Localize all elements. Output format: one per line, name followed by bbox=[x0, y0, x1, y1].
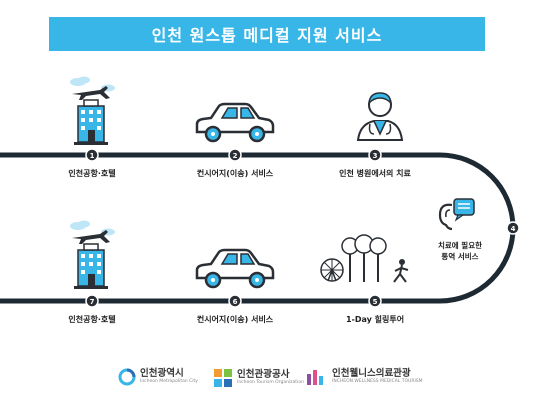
step-number: 2 bbox=[233, 152, 238, 160]
airport-hotel-icon bbox=[70, 220, 115, 289]
healing-tour-icon bbox=[320, 234, 409, 283]
step-marker-1: 1 bbox=[85, 148, 99, 162]
page-title: 인천 원스톱 메디컬 지원 서비스 bbox=[151, 26, 383, 45]
logo3-sub: INCHEON WELLNESS MEDICAL TOURISM bbox=[332, 379, 423, 384]
footer-logos: 인천광역시 Incheon Metropolitan City 인천관광공사 I… bbox=[0, 368, 540, 398]
step-label-5: 1-Day 힐링투어 bbox=[345, 315, 405, 324]
logo1-name: 인천광역시 bbox=[140, 368, 184, 379]
step-marker-7: 7 bbox=[85, 294, 99, 308]
step-marker-5: 5 bbox=[368, 294, 382, 308]
step-label-4-line1: 치료에 필요한 bbox=[437, 241, 483, 250]
step-label-4-line2: 통역 서비스 bbox=[441, 252, 479, 261]
step-marker-4: 4 bbox=[506, 221, 520, 235]
incheon-tourism-emblem-icon bbox=[214, 369, 232, 387]
car-icon bbox=[195, 102, 275, 143]
step-marker-2: 2 bbox=[228, 148, 242, 162]
ear-speech-icon bbox=[438, 198, 475, 231]
logo1-sub: Incheon Metropolitan City bbox=[140, 379, 198, 384]
car-icon bbox=[195, 248, 275, 289]
step-marker-3: 3 bbox=[368, 148, 382, 162]
doctor-icon bbox=[356, 92, 404, 141]
incheon-wellness-logo: 인천웰니스의료관광 INCHEON WELLNESS MEDICAL TOURI… bbox=[306, 368, 423, 386]
step-label-3: 인천 병원에서의 치료 bbox=[339, 169, 411, 178]
step-label-1: 인천공항·호텔 bbox=[68, 169, 116, 178]
airport-hotel-icon bbox=[70, 76, 115, 145]
step-number: 3 bbox=[373, 152, 378, 160]
logo2-sub: Incheon Tourism Organization bbox=[237, 380, 304, 385]
logo2-name: 인천관광공사 bbox=[237, 369, 290, 380]
step-label-2: 컨시어지(이송) 서비스 bbox=[196, 169, 274, 178]
step-label-6: 컨시어지(이송) 서비스 bbox=[196, 315, 274, 324]
title-banner: 인천 원스톱 메디컬 지원 서비스 bbox=[49, 17, 485, 51]
step-number: 7 bbox=[90, 298, 95, 306]
step-label-4: 치료에 필요한 통역 서비스 bbox=[438, 240, 482, 262]
step-number: 1 bbox=[90, 152, 95, 160]
incheon-city-logo: 인천광역시 Incheon Metropolitan City bbox=[118, 368, 198, 386]
step-label-7: 인천공항·호텔 bbox=[68, 315, 116, 324]
step-number: 5 bbox=[373, 298, 378, 306]
logo3-name: 인천웰니스의료관광 bbox=[332, 368, 411, 379]
incheon-wellness-emblem-icon bbox=[307, 370, 323, 385]
incheon-city-emblem-icon bbox=[118, 368, 136, 386]
step-marker-6: 6 bbox=[228, 294, 242, 308]
step-number: 6 bbox=[233, 298, 238, 306]
step-number: 4 bbox=[511, 225, 516, 233]
incheon-tourism-logo: 인천관광공사 Incheon Tourism Organization bbox=[213, 368, 304, 388]
